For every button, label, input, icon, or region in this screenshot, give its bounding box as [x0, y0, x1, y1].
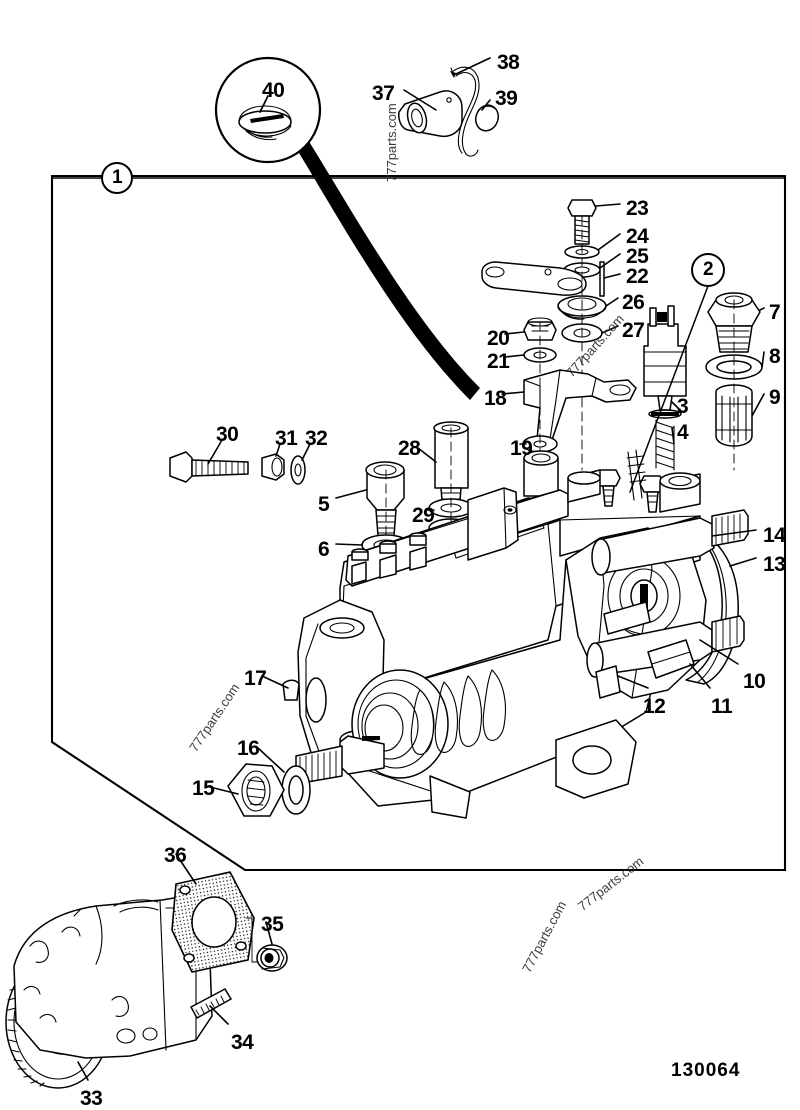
spring-washer-40: [238, 105, 292, 141]
callout-number-1: 1: [112, 167, 123, 188]
item-label-32: 32: [305, 427, 328, 450]
item-label-29: 29: [412, 504, 435, 527]
part-15-nut: [227, 763, 285, 817]
item-label-37: 37: [372, 82, 395, 105]
item-label-12: 12: [643, 695, 666, 718]
part-39-plug: [474, 104, 500, 132]
callout-1: [51, 162, 786, 194]
item-label-6: 6: [318, 538, 330, 561]
detail-bubble-40: [214, 56, 480, 400]
item-label-10: 10: [743, 670, 766, 693]
item-label-15: 15: [192, 777, 215, 800]
item-label-39: 39: [495, 87, 518, 110]
part-12-bracket-lug: [595, 665, 621, 699]
part-36-gasket: [171, 871, 255, 973]
item-label-14: 14: [763, 524, 786, 547]
item-label-27: 27: [622, 319, 645, 342]
item-label-9: 9: [769, 386, 781, 409]
part-3-solenoid: [643, 305, 687, 419]
item-label-18: 18: [484, 387, 507, 410]
part-38-spring-clip: [450, 66, 480, 157]
head-port-D: [567, 469, 601, 503]
part-4-spring: [655, 419, 675, 471]
part-35-nut: [256, 944, 288, 972]
watermark: 777parts.com: [384, 103, 399, 182]
part-14-outlet-union: [591, 509, 749, 576]
pump-boss-19: [523, 450, 559, 497]
item-label-28: 28: [398, 437, 421, 460]
item-label-35: 35: [261, 913, 284, 936]
item-label-5: 5: [318, 493, 330, 516]
drawing-part-number: 130064: [671, 1060, 741, 1081]
item-label-34: 34: [231, 1031, 254, 1054]
item-label-23: 23: [626, 197, 649, 220]
part-18-bracket: [523, 369, 637, 453]
main-pump-body: [295, 449, 749, 819]
item-label-21: 21: [487, 350, 510, 373]
part-11-tag: [647, 639, 695, 679]
part-22-lever-arm: [481, 261, 605, 297]
leader-lines: [77, 57, 765, 1081]
item-label-3: 3: [677, 395, 689, 418]
item-label-24: 24: [626, 225, 649, 248]
item-label-19: 19: [510, 437, 533, 460]
part-34-stud: [190, 988, 232, 1019]
callout-number-2: 2: [703, 259, 714, 280]
item-label-30: 30: [216, 423, 239, 446]
assembly-group-frame: [50, 174, 787, 872]
item-label-13: 13: [763, 553, 786, 576]
part-17-woodruff-key: [282, 679, 300, 701]
item-label-26: 26: [622, 291, 645, 314]
item-label-4: 4: [677, 421, 689, 444]
item-label-17: 17: [244, 667, 267, 690]
item-label-25: 25: [626, 245, 649, 268]
item-label-36: 36: [164, 844, 187, 867]
part-16-washer: [281, 765, 311, 815]
part-31-nut: [261, 453, 285, 481]
item-label-31: 31: [275, 427, 298, 450]
item-label-11: 11: [711, 695, 733, 718]
engine-housing: [13, 895, 213, 1059]
item-label-40: 40: [262, 79, 285, 102]
item-label-16: 16: [237, 737, 260, 760]
item-label-8: 8: [769, 345, 781, 368]
item-label-20: 20: [487, 327, 510, 350]
part-5-fitting: [365, 461, 405, 537]
part-37-sleeve: [398, 90, 463, 138]
item-label-22: 22: [626, 265, 649, 288]
part-32-washer: [290, 455, 306, 485]
item-label-7: 7: [769, 301, 781, 324]
item-label-38: 38: [497, 51, 520, 74]
part-30-bolt: [169, 451, 249, 483]
head-port-C: [659, 472, 701, 513]
callout-2: [629, 253, 725, 493]
